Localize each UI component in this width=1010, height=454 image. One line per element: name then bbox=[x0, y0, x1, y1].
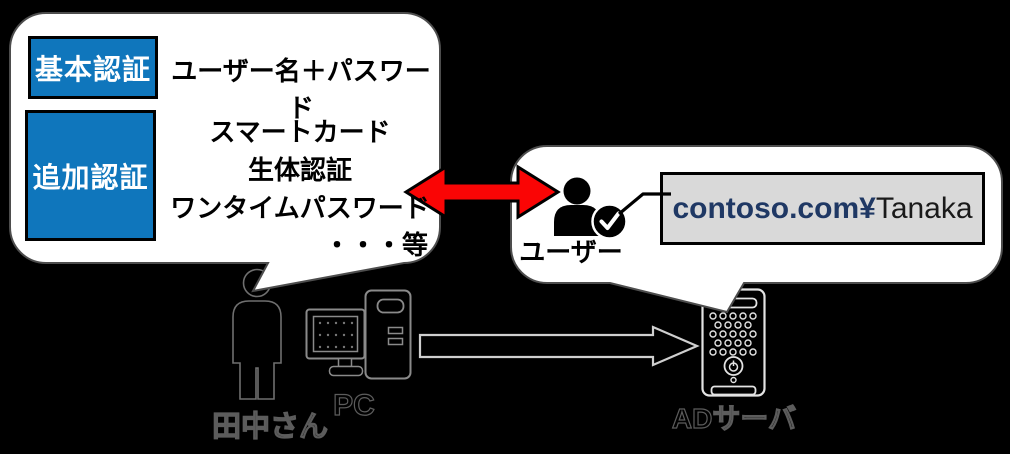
red-double-arrow bbox=[403, 164, 561, 220]
pc-to-server-arrow bbox=[418, 325, 700, 367]
user-label: ユーザー bbox=[519, 237, 623, 267]
account-username: Tanaka bbox=[875, 191, 973, 225]
ad-server-icon bbox=[701, 288, 766, 397]
power-button-icon bbox=[723, 356, 744, 376]
basic-auth-value: ユーザー名＋パスワード bbox=[171, 56, 431, 123]
auth-item-smartcard: スマートカード bbox=[209, 117, 391, 147]
basic-auth-box: 基本認証 bbox=[28, 36, 158, 99]
basic-auth-label: 基本認証 bbox=[34, 53, 151, 85]
server-label: ADサーバ bbox=[671, 402, 797, 434]
pc-icon bbox=[305, 289, 412, 380]
auth-item-otp: ワンタイムパスワード bbox=[170, 193, 430, 223]
auth-item-etc: ・・・等 bbox=[323, 230, 428, 260]
pc-label: PC bbox=[333, 388, 376, 422]
user-check-icon bbox=[554, 177, 628, 240]
additional-auth-box: 追加認証 bbox=[25, 110, 156, 241]
account-domain: contoso.com¥ bbox=[672, 191, 876, 225]
auth-item-biometric: 生体認証 bbox=[247, 155, 352, 185]
person-label: 田中さん bbox=[211, 410, 328, 443]
account-name-box: contoso.com¥Tanaka bbox=[660, 172, 985, 245]
additional-auth-label: 追加認証 bbox=[32, 161, 149, 193]
additional-auth-list: スマートカード 生体認証 ワンタイムパスワード ・・・等 bbox=[158, 113, 442, 263]
